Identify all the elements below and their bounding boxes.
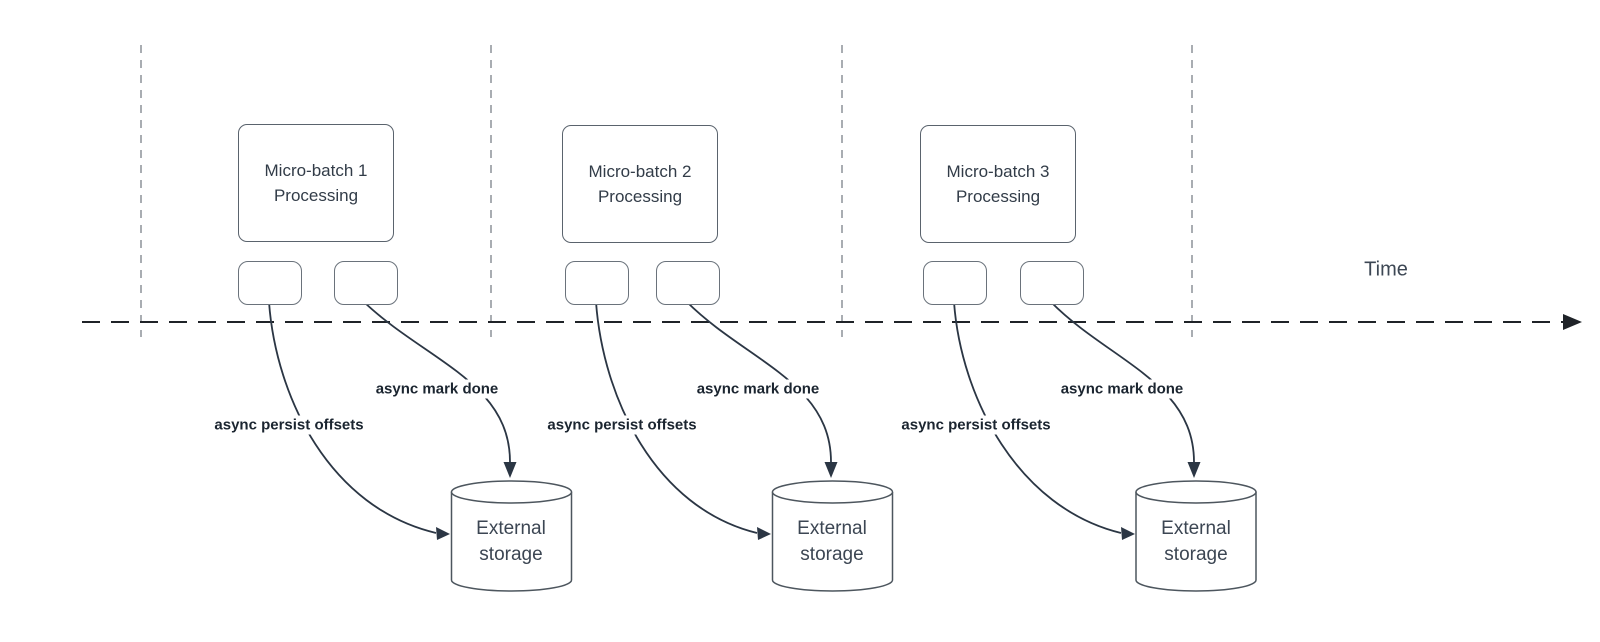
external-storage-cylinder-2 — [771, 480, 894, 592]
persist-offsets-arrowhead-icon — [1121, 527, 1135, 540]
storage-label-line1: External — [797, 518, 867, 539]
batch-1-mark-done-task-box — [334, 261, 398, 305]
microbatch-2-processing-box: Micro-batch 2 Processing — [562, 125, 718, 243]
storage-label-line1: External — [476, 518, 546, 539]
time-guide-lines — [140, 45, 1193, 337]
time-axis-arrowhead-icon — [1563, 314, 1582, 330]
microbatch-2-title-line2: Processing — [597, 187, 683, 206]
batch-1-mark-done-label: async mark done — [372, 379, 502, 399]
storage-cylinders — [450, 480, 1257, 592]
persist-offsets-arrow — [953, 301, 1122, 534]
microbatch-3-processing-box: Micro-batch 3 Processing — [920, 125, 1076, 243]
batch-3-persist-offsets-task-box — [923, 261, 987, 305]
microbatch-1-processing-box: Micro-batch 1 Processing — [238, 124, 394, 242]
batch-2-external-storage-label: External storage — [797, 516, 867, 568]
batch-1-persist-offsets-task-box — [238, 261, 302, 305]
batch-2-mark-done-task-box — [656, 261, 720, 305]
persist-offsets-arrow — [268, 301, 437, 534]
storage-label-line2: storage — [800, 544, 864, 565]
external-storage-cylinder-3 — [1135, 480, 1257, 592]
time-axis-label: Time — [1364, 258, 1408, 281]
mark-done-arrow — [1050, 301, 1195, 463]
mark-done-arrowhead-icon — [503, 462, 517, 478]
storage-label-line2: storage — [1164, 544, 1228, 565]
batch-3-mark-done-label: async mark done — [1057, 379, 1187, 399]
batch-3-external-storage-label: External storage — [1161, 516, 1231, 568]
batch-2-persist-offsets-task-box — [565, 261, 629, 305]
microbatch-2-title-line1: Micro-batch 2 — [588, 162, 692, 181]
storage-label-line1: External — [1161, 518, 1231, 539]
microbatch-3-title-line2: Processing — [955, 187, 1041, 206]
microbatch-1-title-line1: Micro-batch 1 — [264, 161, 368, 180]
persist-offsets-arrowhead-icon — [757, 527, 771, 540]
batch-1-connectors — [268, 301, 517, 540]
microbatch-3-title-line1: Micro-batch 3 — [946, 162, 1050, 181]
batch-3-connectors — [953, 301, 1201, 540]
batch-3-persist-offsets-label: async persist offsets — [898, 415, 1054, 435]
persist-offsets-arrowhead-icon — [436, 527, 450, 540]
batch-2-persist-offsets-label: async persist offsets — [544, 415, 700, 435]
batch-1-external-storage-label: External storage — [476, 516, 546, 568]
time-axis — [82, 314, 1582, 330]
external-storage-cylinder-1 — [450, 480, 573, 592]
batch-1-persist-offsets-label: async persist offsets — [211, 415, 367, 435]
batch-2-mark-done-label: async mark done — [693, 379, 823, 399]
batch-3-mark-done-task-box — [1020, 261, 1084, 305]
mark-done-arrowhead-icon — [824, 462, 838, 478]
batch-2-connectors — [595, 301, 838, 540]
mark-done-arrow — [686, 301, 832, 463]
mark-done-arrowhead-icon — [1187, 462, 1201, 478]
microbatch-1-title-line2: Processing — [273, 186, 359, 205]
storage-label-line2: storage — [479, 544, 543, 565]
mark-done-arrow — [363, 301, 511, 463]
persist-offsets-arrow — [595, 301, 758, 534]
